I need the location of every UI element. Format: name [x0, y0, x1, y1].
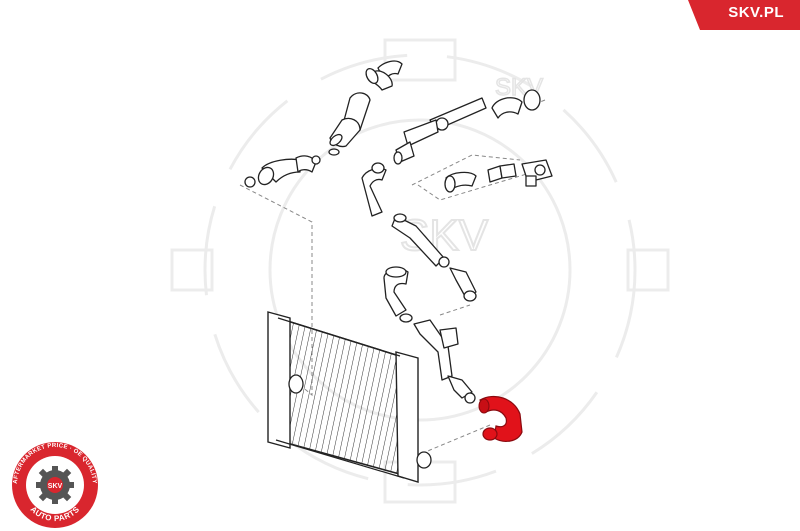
intercooler-core — [267, 311, 432, 483]
watermark-gear — [170, 38, 670, 504]
skv-auto-parts-badge: SKV AFTERMARKET PRICE · OE QUALITY AUTO … — [12, 442, 98, 528]
brand-banner — [688, 0, 800, 30]
brand-logo-text[interactable]: SKV.PL — [728, 4, 784, 21]
badge-center-text: SKV — [48, 483, 63, 490]
central-pipe-group — [361, 162, 477, 302]
intercooler-outlet-hose[interactable] — [478, 395, 523, 442]
middle-pipe-group — [383, 266, 476, 404]
upper-left-hose-group — [244, 60, 403, 188]
upper-right-pipe-group — [393, 89, 553, 193]
